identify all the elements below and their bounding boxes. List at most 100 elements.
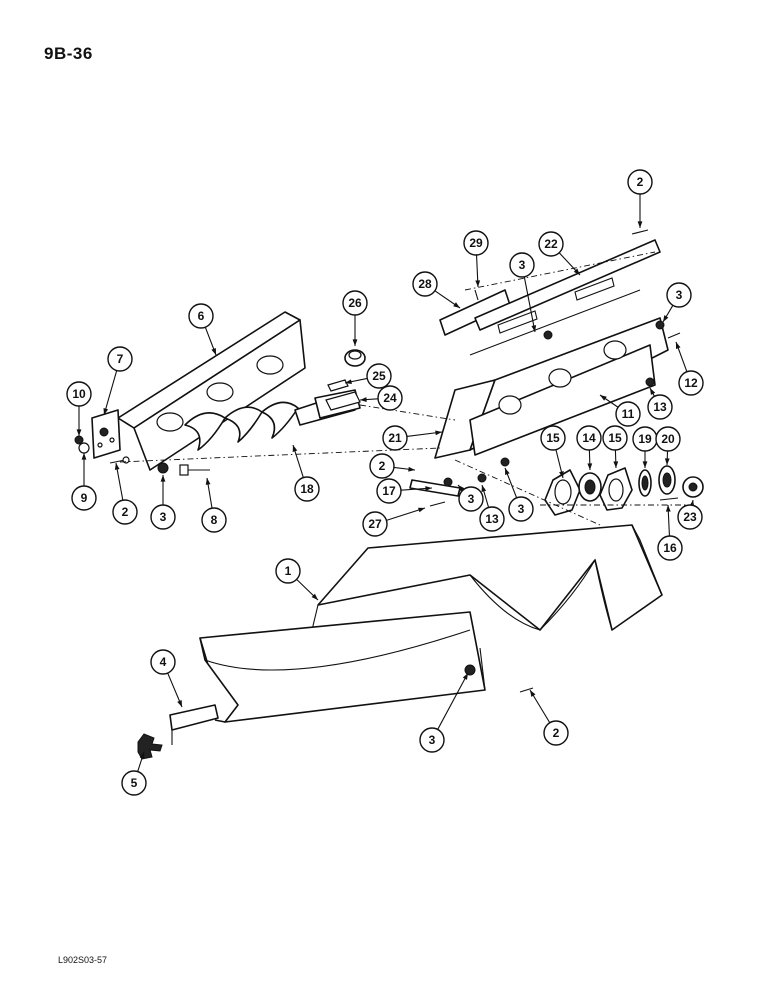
callout-arrowhead: [408, 466, 415, 472]
callout-circle: [150, 504, 176, 530]
callout-arrowhead: [311, 593, 318, 600]
callout-circle: [188, 303, 214, 329]
callout-25: 25: [344, 363, 392, 389]
callout-14: 14: [576, 425, 602, 471]
callout-26: 26: [342, 290, 368, 346]
callout-circle: [538, 231, 564, 257]
callout-12: 12: [675, 341, 704, 396]
callout-number: 7: [117, 352, 124, 366]
callout-arrowhead: [481, 485, 487, 492]
callout-number: 3: [518, 502, 525, 516]
callout-arrowhead: [345, 379, 352, 385]
callout-number: 26: [348, 296, 362, 310]
callout-arrowhead: [76, 429, 82, 436]
callout-4: 4: [150, 649, 183, 708]
callout-arrowhead: [573, 268, 580, 275]
callout-circle: [66, 381, 92, 407]
callout-circle: [615, 401, 641, 427]
callout-arrowhead: [587, 463, 593, 470]
callout-6: 6: [188, 303, 217, 356]
page-number: 9B-36: [44, 44, 93, 63]
callout-arrowhead: [462, 673, 468, 680]
callout-arrowhead: [114, 463, 120, 470]
callout-24: 24: [359, 385, 403, 411]
callout-number: 23: [683, 510, 697, 524]
callout-leader: [386, 507, 426, 521]
callout-arrowhead: [637, 221, 643, 228]
callout-arrowhead: [531, 325, 537, 332]
callout-5: 5: [121, 751, 147, 796]
callout-number: 2: [379, 459, 386, 473]
lower-trough-1: [311, 524, 663, 631]
callout-arrowhead: [559, 471, 564, 478]
callout-number: 21: [388, 431, 402, 445]
callout-arrowhead: [505, 468, 510, 475]
callout-22: 22: [538, 231, 581, 276]
figure-code: L902S03-57: [58, 955, 108, 965]
callout-number: 3: [429, 733, 436, 747]
callout-circle: [366, 363, 392, 389]
centre-lines: [119, 251, 690, 526]
callout-leader: [437, 672, 469, 730]
callout-2: 2: [627, 169, 653, 228]
callout-28: 28: [412, 271, 461, 309]
callout-arrowhead: [292, 445, 298, 452]
callout-circle: [677, 504, 703, 530]
callout-16: 16: [657, 504, 683, 561]
callout-number: 27: [368, 517, 382, 531]
callout-3: 3: [504, 467, 534, 522]
callout-number: 3: [468, 492, 475, 506]
callout-circle: [369, 453, 395, 479]
callout-arrowhead: [600, 395, 607, 401]
coupler-24-25-26: [325, 349, 366, 411]
callout-circle: [419, 727, 445, 753]
callout-9: 9: [71, 453, 97, 511]
hardware-9-10: [74, 435, 90, 454]
callout-number: 10: [72, 387, 86, 401]
callout-circle: [275, 558, 301, 584]
callout-arrowhead: [139, 752, 145, 759]
callout-circle: [150, 649, 176, 675]
callout-number: 17: [382, 484, 396, 498]
callout-29: 29: [463, 230, 489, 288]
callout-number: 2: [122, 505, 129, 519]
callout-arrowhead: [665, 505, 671, 512]
callout-number: 1: [285, 564, 292, 578]
callout-arrowhead: [458, 485, 465, 492]
callout-number: 2: [553, 726, 560, 740]
callout-number: 3: [519, 258, 526, 272]
callout-circle: [121, 770, 147, 796]
callout-circle: [294, 476, 320, 502]
callout-number: 12: [684, 376, 698, 390]
bolts-lower-left: [109, 456, 210, 476]
callout-number: 13: [485, 512, 499, 526]
callout-circle: [112, 499, 138, 525]
callout-number: 4: [160, 655, 167, 669]
callout-circle: [376, 478, 402, 504]
callout-circle: [463, 230, 489, 256]
callout-circle: [627, 169, 653, 195]
callout-leader: [523, 276, 536, 333]
callout-2: 2: [369, 453, 416, 479]
cover-22: [474, 239, 661, 334]
callout-circle: [540, 425, 566, 451]
callout-17: 17: [376, 478, 433, 504]
callout-arrowhead: [418, 507, 425, 513]
callout-circle: [666, 282, 692, 308]
callout-11: 11: [599, 394, 641, 427]
callout-arrowhead: [81, 453, 87, 460]
callout-arrowhead: [160, 475, 166, 482]
callout-circle: [576, 425, 602, 451]
callout-arrowhead: [613, 461, 619, 468]
callout-arrowhead: [676, 342, 681, 349]
callout-20: 20: [655, 426, 681, 466]
upper-trough-21: [434, 289, 669, 459]
callout-circle: [602, 425, 628, 451]
callout-circle: [508, 496, 534, 522]
callout-arrowhead: [177, 700, 182, 707]
callout-arrowhead: [663, 315, 669, 322]
callout-7: 7: [103, 346, 133, 416]
hardware-upper-right: [543, 229, 681, 501]
callout-3: 3: [662, 282, 692, 323]
callout-number: 20: [661, 432, 675, 446]
